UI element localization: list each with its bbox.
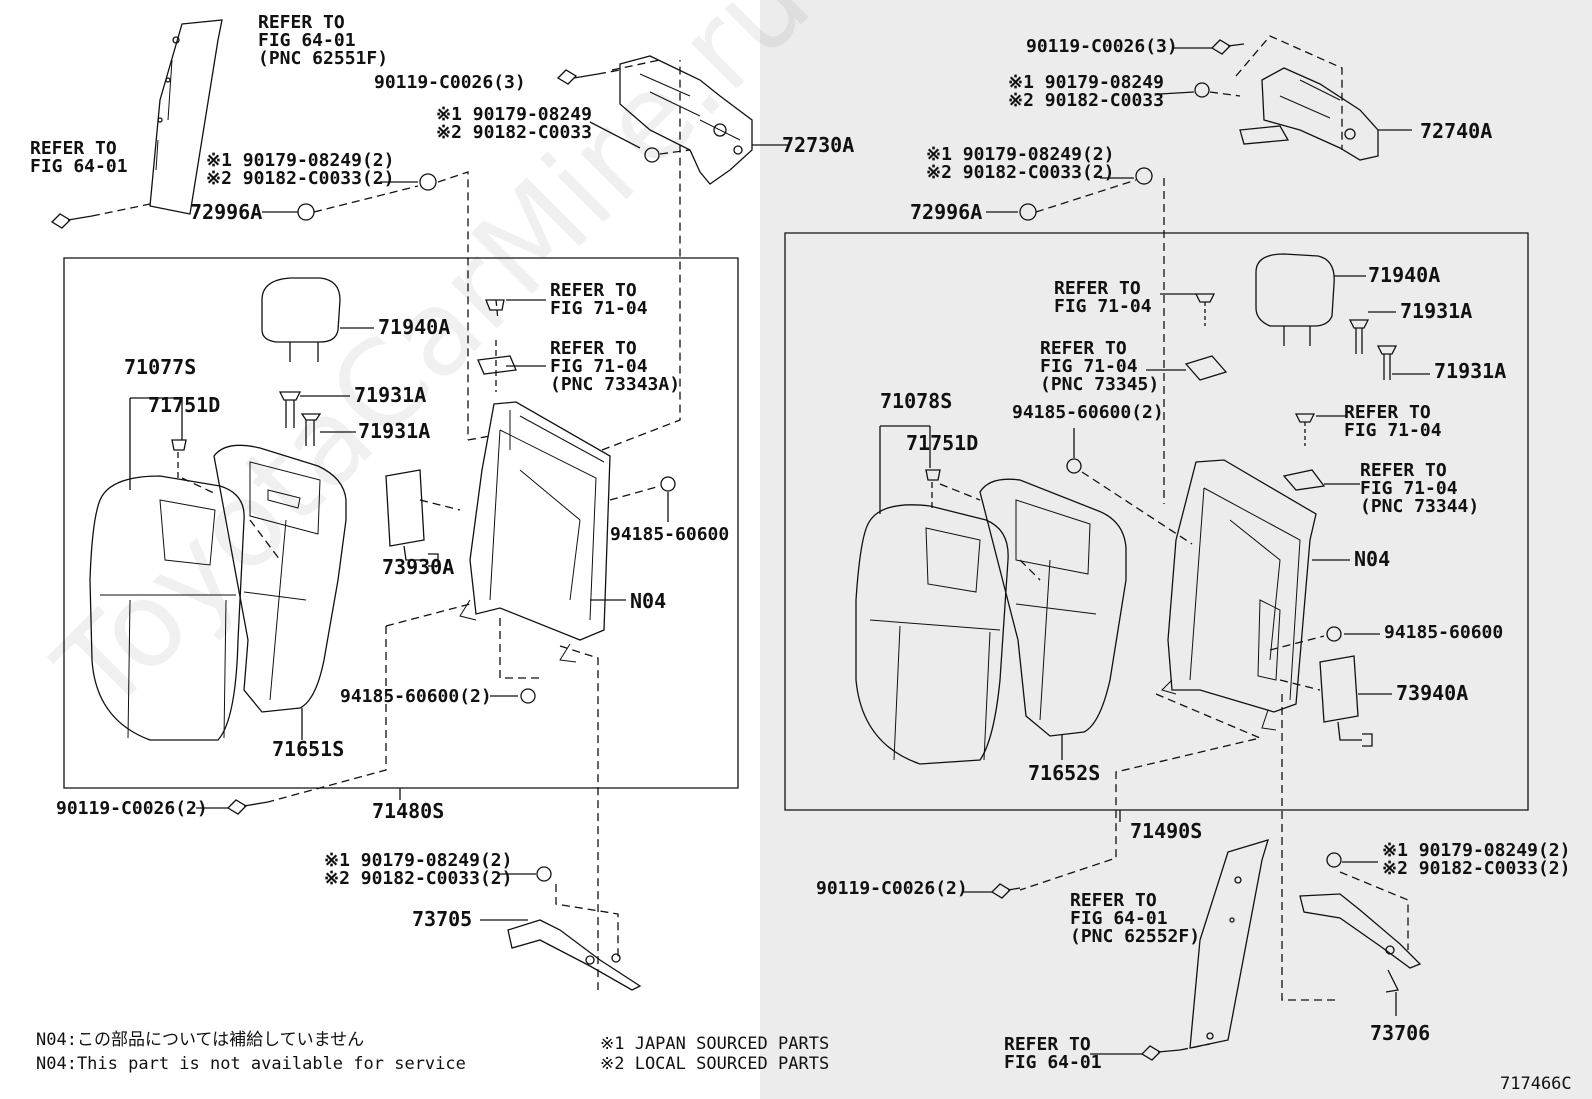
- right-nut-frame-top-label: 94185-60600(2): [1012, 402, 1164, 423]
- left-bracket-label: 73705: [412, 907, 473, 931]
- right-nut-top-label: ※1 90179-08249 ※2 90182-C0033: [1008, 72, 1164, 111]
- left-bottom-bolt-icon: [228, 800, 268, 814]
- right-headrest-icon: [1256, 254, 1334, 346]
- left-mid-nut-icon: [420, 174, 436, 190]
- right-airbag-label: 73940A: [1396, 681, 1469, 705]
- left-seat-assy-label: 71480S: [372, 799, 445, 823]
- left-frame-icon: [460, 402, 610, 662]
- left-bolt-top-label: 90119-C0026(3): [374, 72, 526, 93]
- left-bracket-icon: [508, 920, 640, 990]
- right-guide-2-label: 71931A: [1434, 359, 1507, 383]
- right-assembly-box: [785, 233, 1528, 810]
- right-nut-bracket-label: ※1 90179-08249(2) ※2 90182-C0033(2): [1382, 840, 1571, 879]
- note-en: N04:This part is not available for servi…: [36, 1054, 466, 1074]
- left-nut-bracket-label: ※1 90179-08249(2) ※2 90182-C0033(2): [324, 850, 513, 889]
- right-bracket-nut-icon: [1327, 853, 1341, 867]
- left-refer-belt-top: REFER TO FIG 64-01 (PNC 62551F): [258, 12, 389, 69]
- left-bushing-label: 72996A: [190, 200, 263, 224]
- left-seatback-cover-icon: [90, 476, 244, 740]
- right-refer-frame-3: REFER TO FIG 71-04: [1344, 402, 1442, 441]
- left-frame-label: N04: [630, 589, 667, 613]
- right-nut-mid-label: ※1 90179-08249(2) ※2 90182-C0033(2): [926, 144, 1115, 183]
- right-seatback-pad-icon: [980, 479, 1126, 736]
- left-bracket-nut-icon: [537, 867, 551, 881]
- left-bushing-icon: [298, 204, 314, 220]
- right-belt-panel: [1190, 840, 1268, 1048]
- right-back-assy-bottom-label: 71652S: [1028, 761, 1101, 785]
- left-belt-bolt-icon: [52, 214, 92, 228]
- left-nut-top-label: ※1 90179-08249 ※2 90182-C0033: [436, 104, 592, 143]
- right-bushing-icon: [1020, 204, 1036, 220]
- left-airbag-label: 73930A: [382, 555, 455, 579]
- left-clip-label: 71751D: [148, 393, 221, 417]
- left-guide-icons: [280, 392, 320, 446]
- right-headrest-label: 71940A: [1368, 263, 1441, 287]
- right-bottom-bolt-icon: [992, 884, 1020, 898]
- left-hinge-label: 72730A: [782, 133, 855, 157]
- right-frame-top-nut-icon: [1067, 459, 1081, 473]
- right-bolt-top-label: 90119-C0026(3): [1026, 36, 1178, 57]
- left-assembly-box: [64, 258, 738, 788]
- left-guide-1-label: 71931A: [354, 383, 427, 407]
- right-refer-frame-4: REFER TO FIG 71-04 (PNC 73344): [1360, 460, 1480, 517]
- left-bolt-bottom-label: 90119-C0026(2): [56, 798, 208, 819]
- right-guide-icons: [1350, 320, 1396, 380]
- right-bracket-icon: [1300, 894, 1420, 992]
- right-hinge-label: 72740A: [1420, 119, 1493, 143]
- left-top-bolt-icon: [558, 70, 598, 84]
- left-belt-panel: [150, 20, 222, 214]
- left-headrest-icon: [262, 278, 340, 362]
- right-bushing-label: 72996A: [910, 200, 983, 224]
- left-nut-bottom-label: 94185-60600(2): [340, 686, 492, 707]
- right-hinge-icon: [1240, 68, 1378, 160]
- right-clip-label: 71751D: [906, 431, 979, 455]
- left-refer-belt-bolt: REFER TO FIG 64-01: [30, 138, 128, 177]
- right-seat-assy-label: 71490S: [1130, 819, 1203, 843]
- right-refer-belt-bolt-label: REFER TO FIG 64-01: [1004, 1034, 1102, 1073]
- left-hinge-icon: [620, 56, 752, 184]
- right-mid-nut-icon: [1136, 168, 1152, 184]
- note-jp: N04:この部品については補給していません: [36, 1030, 365, 1050]
- right-top-nut-icon: [1195, 83, 1209, 97]
- right-seatback-cover-icon: [856, 505, 1008, 764]
- left-frame-nut-icon: [661, 477, 675, 491]
- left-nut-frame-label: 94185-60600: [610, 524, 730, 545]
- right-panel-background: [760, 0, 1592, 1099]
- right-refer-frame-2: REFER TO FIG 71-04 (PNC 73345): [1040, 338, 1160, 395]
- left-bottom-nut-icon: [521, 689, 535, 703]
- right-bolt-bottom-label: 90119-C0026(2): [816, 878, 968, 899]
- right-frame-label: N04: [1354, 547, 1391, 571]
- figure-id: 717466C: [1500, 1074, 1572, 1094]
- right-nut-frame-label: 94185-60600: [1384, 622, 1504, 643]
- right-top-bolt-icon: [1212, 40, 1244, 54]
- left-refer-frame-2: REFER TO FIG 71-04 (PNC 73343A): [550, 338, 681, 395]
- left-back-assy-bottom-label: 71651S: [272, 737, 345, 761]
- right-belt-bolt-icon: [1142, 1046, 1180, 1060]
- right-airbag-icon: [1320, 656, 1372, 746]
- right-clip-icon: [926, 470, 940, 480]
- left-guide-2-label: 71931A: [358, 419, 431, 443]
- left-seatback-pad-icon: [214, 445, 346, 712]
- left-headrest-label: 71940A: [378, 315, 451, 339]
- right-bracket-label: 73706: [1370, 1021, 1431, 1045]
- right-refer-belt-label: REFER TO FIG 64-01 (PNC 62552F): [1070, 890, 1201, 947]
- left-top-nut-icon: [645, 148, 659, 162]
- left-nut-mid-label: ※1 90179-08249(2) ※2 90182-C0033(2): [206, 150, 395, 189]
- left-back-assy-top-label: 71077S: [124, 355, 197, 379]
- note-source-1: ※1 JAPAN SOURCED PARTS: [600, 1034, 830, 1054]
- right-refer-frame-1: REFER TO FIG 71-04: [1054, 278, 1152, 317]
- right-guide-1-label: 71931A: [1400, 299, 1473, 323]
- left-airbag-icon: [386, 470, 438, 566]
- right-frame-icon: [1162, 460, 1316, 730]
- right-back-assy-top-label: 71078S: [880, 389, 953, 413]
- left-clip-icon: [172, 440, 186, 450]
- right-frame-nut-icon: [1327, 627, 1341, 641]
- note-source-2: ※2 LOCAL SOURCED PARTS: [600, 1054, 830, 1074]
- left-refer-frame-1: REFER TO FIG 71-04: [550, 280, 648, 319]
